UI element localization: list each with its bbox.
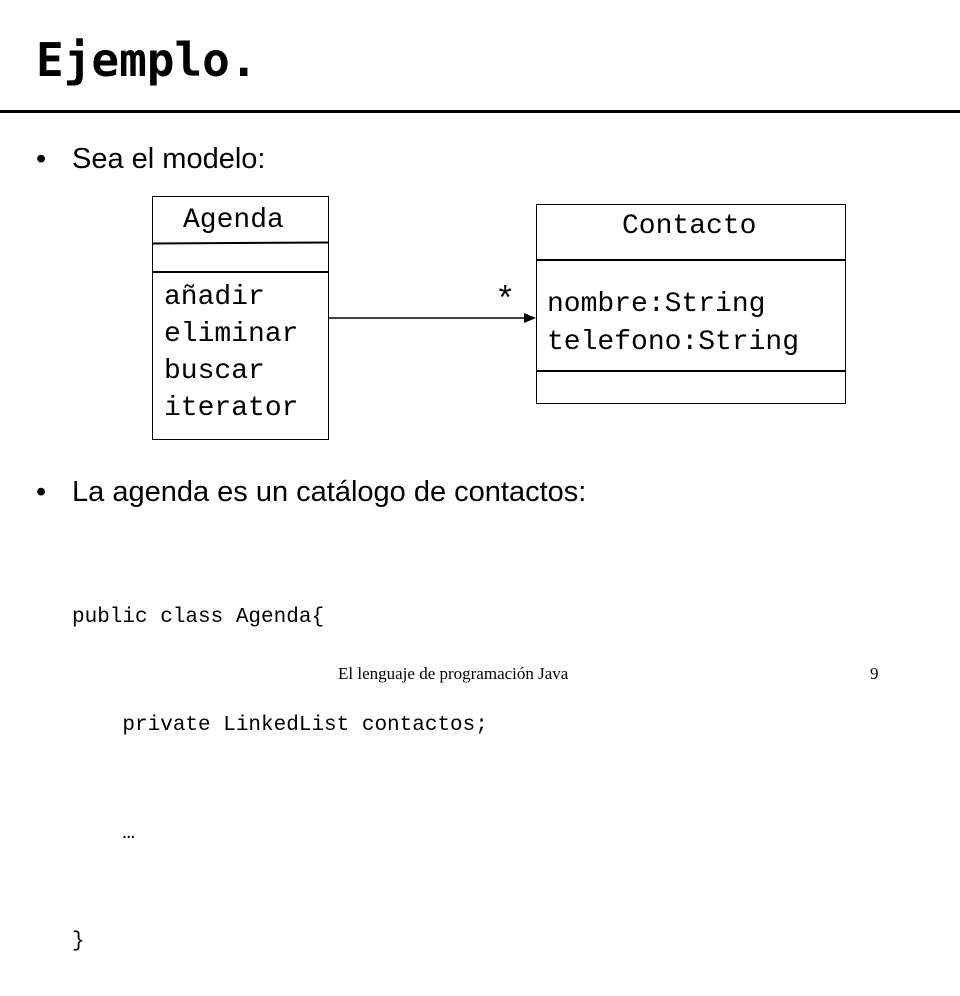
uml-operation: añadir <box>164 282 265 313</box>
bullet-text: Sea el modelo: <box>72 143 266 175</box>
uml-operation: iterator <box>164 393 299 424</box>
uml-divider <box>152 241 330 244</box>
uml-attribute: nombre:String <box>547 289 766 320</box>
code-line: … <box>72 822 136 845</box>
code-line: private LinkedList contactos; <box>72 714 488 737</box>
uml-class-agenda: Agenda añadir eliminar buscar iterator <box>152 196 330 440</box>
multiplicity-label: * <box>495 283 516 321</box>
title-divider <box>0 110 960 113</box>
slide-title: Ejemplo. <box>36 33 258 87</box>
uml-divider <box>537 259 846 261</box>
uml-class-name: Agenda <box>183 205 284 236</box>
page-number: 9 <box>870 664 879 683</box>
uml-divider <box>537 370 846 372</box>
code-block: public class Agenda{ private LinkedList … <box>72 528 488 996</box>
uml-operation: eliminar <box>164 319 299 350</box>
code-line: } <box>72 930 85 953</box>
arrowhead <box>524 313 536 323</box>
uml-class-contacto: Contacto nombre:String telefono:String <box>536 204 846 404</box>
uml-operation: buscar <box>164 356 265 387</box>
uml-attribute: telefono:String <box>547 327 800 358</box>
bullet-text: La agenda es un catálogo de contactos: <box>72 476 587 508</box>
footer-text: El lenguaje de programación Java <box>338 664 569 683</box>
code-line: public class Agenda{ <box>72 606 325 629</box>
bullet-marker: • <box>36 143 47 175</box>
bullet-model: • Sea el modelo: <box>36 141 265 177</box>
uml-class-name: Contacto <box>622 211 757 242</box>
uml-divider <box>153 271 329 273</box>
bullet-marker: • <box>36 476 47 508</box>
bullet-catalog: • La agenda es un catálogo de contactos: <box>36 474 586 510</box>
